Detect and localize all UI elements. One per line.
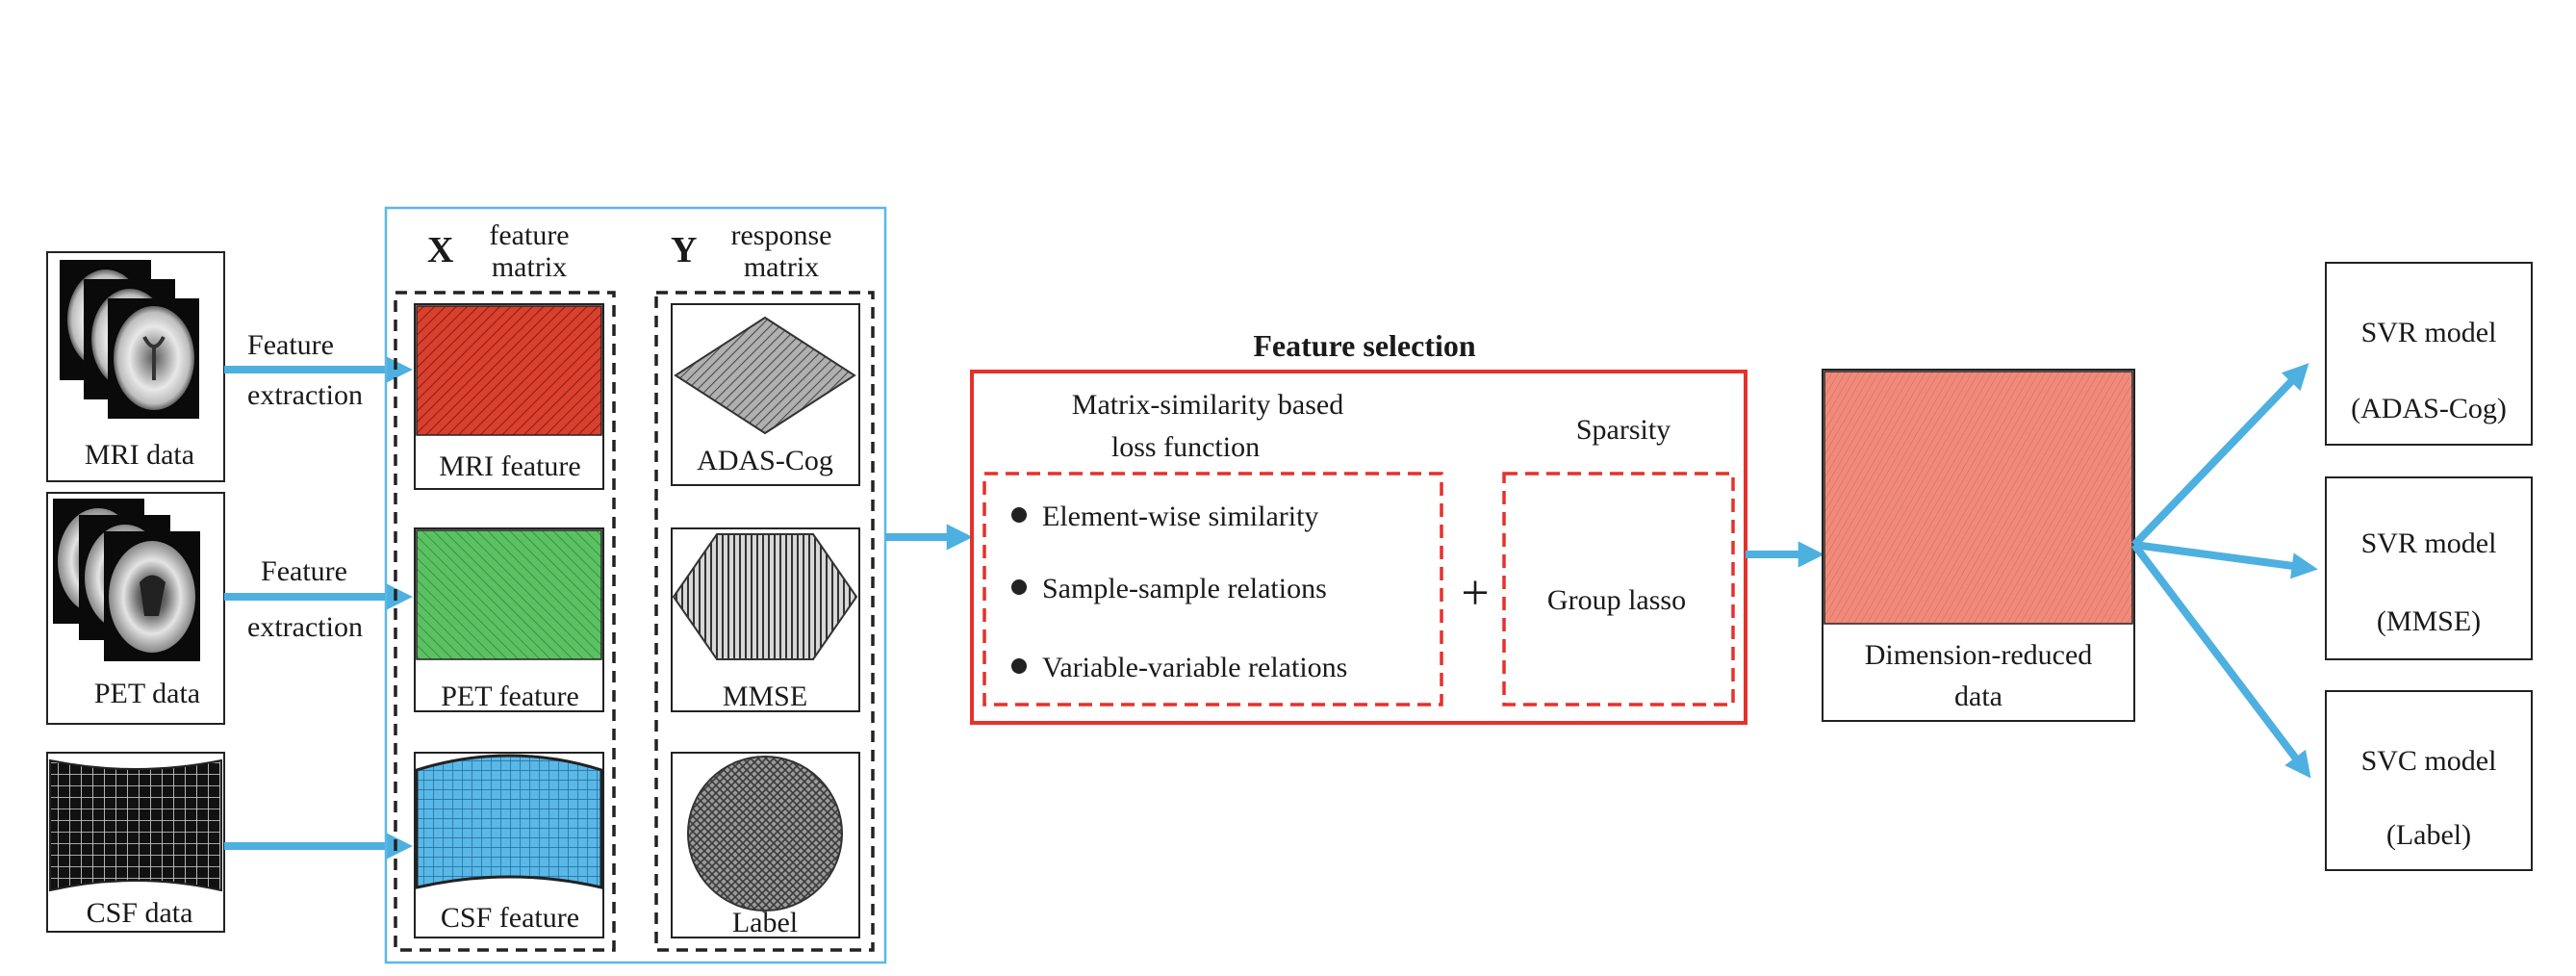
loss-item-1: Element-wise similarity <box>1042 501 1318 532</box>
svc-model-label: SVC model (Label) <box>2325 690 2533 871</box>
svr-model-mmse: SVR model (MMSE) <box>2325 476 2533 660</box>
diamond-shape <box>674 316 856 435</box>
loss-title-2: loss function <box>1111 431 1260 463</box>
model-1-line2: (ADAS-Cog) <box>2351 393 2507 424</box>
sparsity-box <box>1502 472 1735 706</box>
matrix-panel <box>384 206 887 964</box>
bullet-icon <box>1011 579 1027 595</box>
loss-title-1: Matrix-similarity based <box>1072 389 1343 421</box>
csf-input: CSF data <box>46 752 225 933</box>
plus-sign: + <box>1461 566 1489 621</box>
feature-extraction-label-mri-2: extraction <box>247 379 363 411</box>
csf-feature: CSF feature <box>414 752 604 938</box>
y-caption-1: response <box>731 219 832 251</box>
bullet-icon <box>1011 507 1027 523</box>
x-symbol: X <box>427 230 453 270</box>
y-matrix-group <box>654 291 875 952</box>
svr-model-adas-cog: SVR model (ADAS-Cog) <box>2325 262 2533 446</box>
csf-feature-label: CSF feature <box>441 902 579 934</box>
sparsity-item: Group lasso <box>1547 584 1686 616</box>
loss-item-3: Variable-variable relations <box>1042 652 1347 683</box>
reduced-label-2: data <box>1954 681 2002 712</box>
feature-extraction-label-mri-1: Feature <box>247 329 334 361</box>
sparsity-title: Sparsity <box>1576 414 1671 446</box>
mri-feature: MRI feature <box>414 303 604 490</box>
pet-feature: PET feature <box>414 527 604 712</box>
dimension-reduced-data: Dimension-reduced data <box>1822 369 2135 722</box>
loss-function-box <box>982 472 1443 706</box>
model-3-line1: SVC model <box>2361 745 2497 777</box>
reduced-label-1: Dimension-reduced <box>1865 639 2093 671</box>
mmse-response: MMSE <box>671 527 860 712</box>
x-caption-2: matrix <box>492 251 567 283</box>
arrow-to-svr-mmse <box>2133 541 2318 579</box>
mri-input: MRI data <box>46 251 225 482</box>
mri-data-label: MRI data <box>85 439 194 471</box>
feature-extraction-label-pet-1: Feature <box>261 555 347 587</box>
model-2-line1: SVR model <box>2361 527 2497 559</box>
label-response-label: Label <box>732 907 798 938</box>
pet-input: PET data <box>46 492 225 725</box>
feature-selection-box <box>970 370 1747 725</box>
y-symbol: Y <box>671 230 697 270</box>
label-response: Label <box>671 752 860 938</box>
circle-shape <box>687 756 843 912</box>
mri-feature-label: MRI feature <box>439 450 580 482</box>
brain-pet-icon <box>53 499 200 661</box>
loss-item-2: Sample-sample relations <box>1042 573 1327 604</box>
model-3-line2: (Label) <box>2386 819 2471 851</box>
y-caption-2: matrix <box>744 251 819 283</box>
adas-cog-response: ADAS-Cog <box>671 303 860 486</box>
model-2-line2: (MMSE) <box>2377 605 2481 637</box>
adas-cog-label: ADAS-Cog <box>697 445 833 476</box>
csf-grid-icon <box>49 758 222 892</box>
x-caption-1: feature <box>489 219 569 251</box>
bullet-icon <box>1011 658 1027 674</box>
pet-feature-label: PET feature <box>441 681 579 712</box>
feature-extraction-label-pet-2: extraction <box>247 611 363 643</box>
x-matrix-group <box>394 291 616 952</box>
pet-data-label: PET data <box>94 678 200 709</box>
model-1-line1: SVR model <box>2361 317 2497 348</box>
arrow-to-svc-label <box>2130 542 2311 779</box>
feature-selection-title: Feature selection <box>1253 328 1476 363</box>
csf-data-label: CSF data <box>87 897 193 929</box>
brain-mri-icon <box>60 260 199 419</box>
mmse-label: MMSE <box>723 681 807 712</box>
hexagon-shape <box>672 533 858 660</box>
arrow-to-svr-adas <box>2131 363 2309 548</box>
